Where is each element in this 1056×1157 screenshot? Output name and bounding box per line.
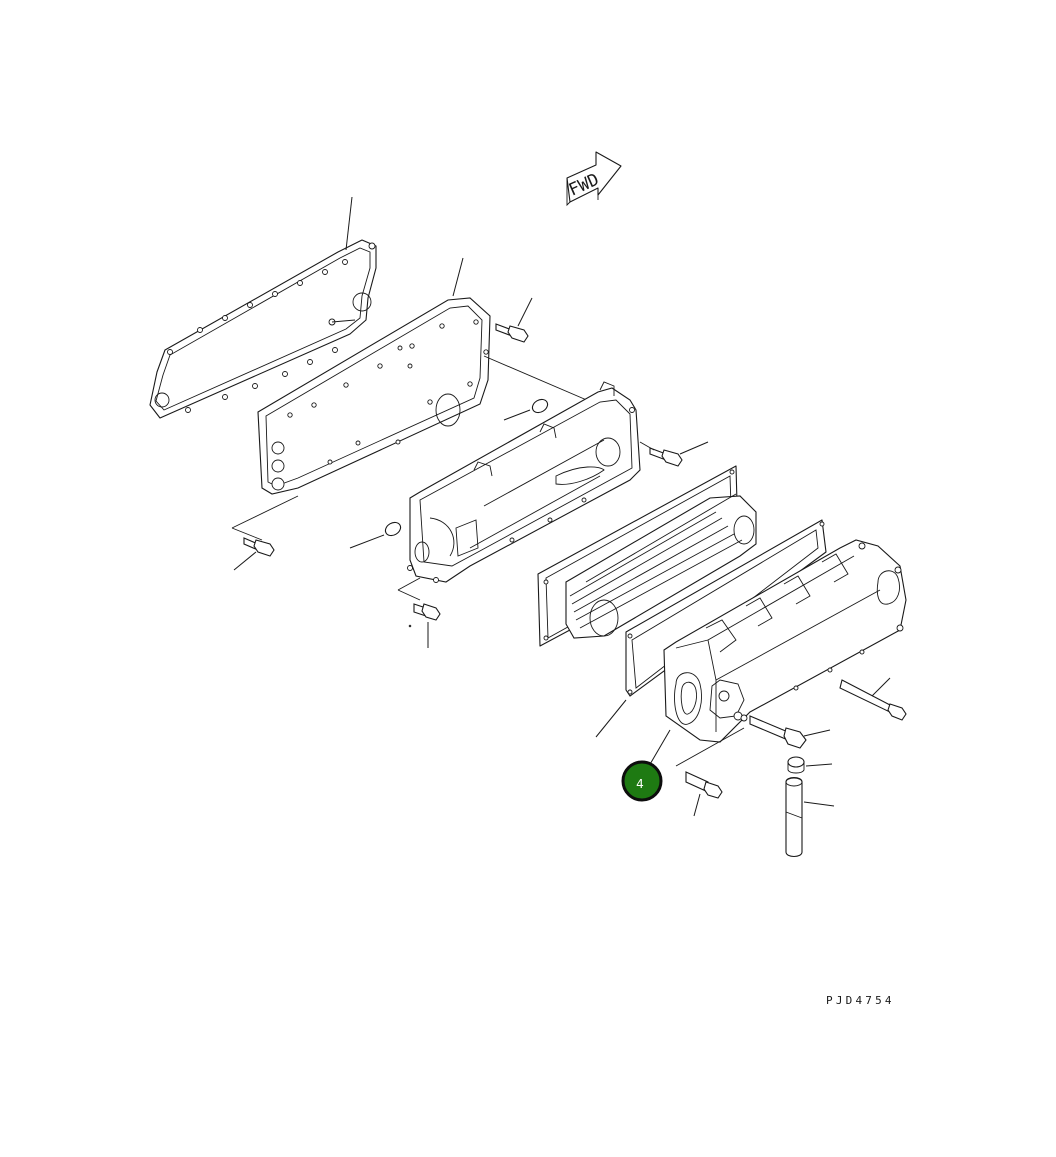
cooler-case xyxy=(663,539,907,767)
oil-cooler-housing xyxy=(397,381,641,601)
o-ring-lower xyxy=(349,521,402,549)
callout-4[interactable]: 4 xyxy=(621,729,671,802)
fwd-label: FWD xyxy=(566,170,602,201)
long-bolt xyxy=(839,677,907,721)
sensor-fitting xyxy=(749,715,831,749)
callout-4-circle[interactable] xyxy=(621,760,663,802)
bolt-left xyxy=(233,537,275,571)
drawing-code: PJD4754 xyxy=(826,994,895,1007)
fwd-arrow-icon: FWD xyxy=(566,151,622,207)
plug xyxy=(685,771,723,817)
o-ring-upper xyxy=(503,398,549,421)
cover-gasket xyxy=(149,196,377,419)
oil-cooler-element xyxy=(565,493,757,639)
washer xyxy=(787,756,833,774)
bolt-upper xyxy=(495,297,533,343)
bolt-lower xyxy=(413,603,441,648)
pipe xyxy=(785,776,835,858)
cooler-cover-plate xyxy=(231,257,611,541)
bolt-housing-right xyxy=(639,441,709,467)
